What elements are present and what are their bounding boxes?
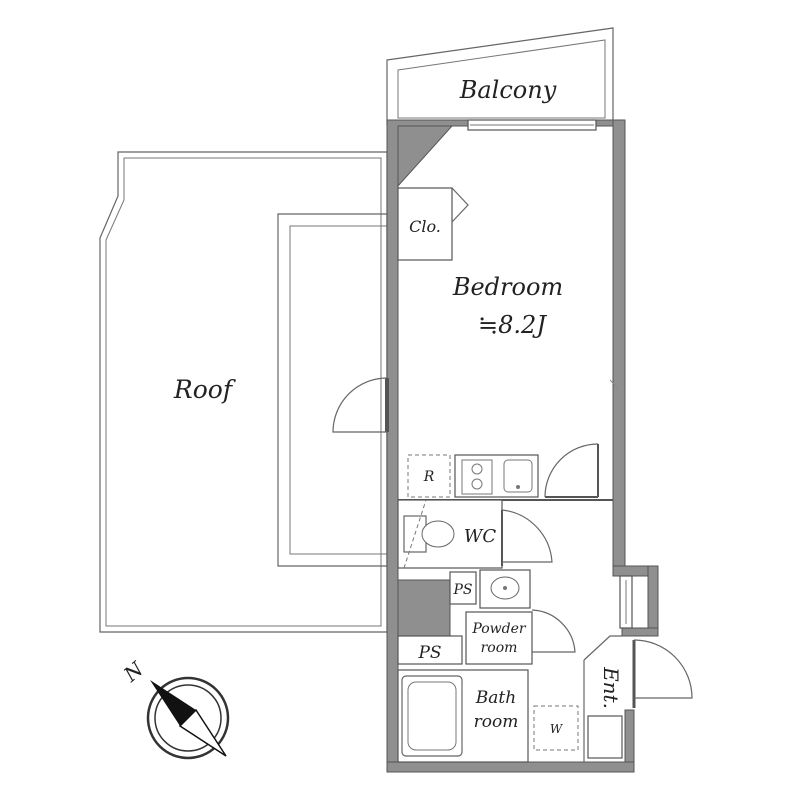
- north-label: N: [118, 656, 149, 687]
- ps-upper: PS: [449, 571, 477, 605]
- roof-area: Roof: [99, 151, 388, 633]
- roof-label: Roof: [173, 375, 236, 404]
- entrance-label: Ent.: [599, 666, 623, 709]
- bedroom-label: Bedroom: [452, 273, 563, 301]
- washer-label: W: [550, 722, 564, 736]
- powder-room: Powder room: [465, 569, 576, 665]
- ps-lower-label: PS: [417, 643, 441, 663]
- wc: WC: [397, 499, 553, 569]
- bath-room-label-1: Bath: [475, 688, 516, 708]
- closet-label: Clo.: [409, 217, 441, 236]
- outer-walls: [386, 119, 659, 773]
- refrigerator-label: R: [423, 469, 435, 485]
- bedroom-size-label: ≒8.2J: [478, 311, 547, 339]
- wc-label: WC: [464, 526, 497, 547]
- ps-upper-label: PS: [452, 582, 472, 598]
- closet: Clo.: [397, 187, 469, 261]
- ps-lower: PS: [397, 635, 463, 665]
- compass-icon: N: [118, 656, 230, 760]
- entrance: Ent.: [583, 575, 693, 762]
- washer-space: W: [533, 705, 579, 751]
- powder-room-label-2: room: [481, 640, 518, 656]
- kitchen: R: [407, 443, 599, 498]
- balcony-label: Balcony: [459, 76, 557, 104]
- bath-room-label-2: room: [474, 712, 519, 732]
- balcony-area: Balcony: [386, 27, 614, 125]
- powder-room-label-1: Powder: [471, 621, 527, 637]
- bath-room: Bath room: [397, 669, 529, 763]
- bedroom-window: [467, 119, 597, 131]
